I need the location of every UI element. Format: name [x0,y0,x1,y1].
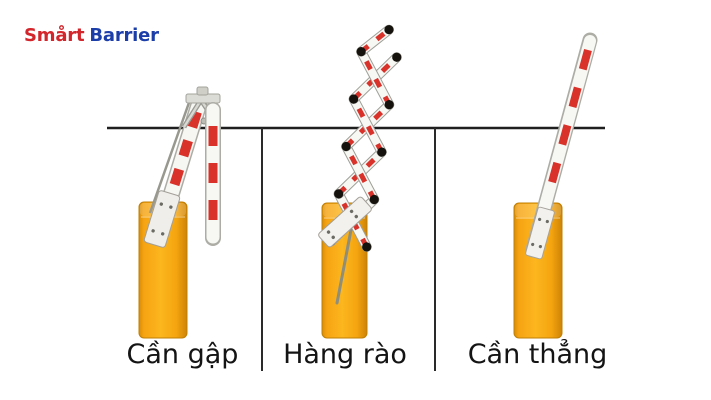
fence-support-rod [335,228,353,305]
caption-fence: Hàng rào [283,339,407,370]
straight-arm-bracket [525,206,555,260]
arm-mount-bracket [143,190,181,248]
caption-folding-arm: Cần gập [126,339,239,370]
brand-logo-part2: Barrier [89,25,159,46]
caption-straight-arm: Cần thẳng [467,339,608,370]
brand-logo-part1: Smårt [24,25,85,46]
folding-linkage-rod [148,96,193,214]
fence-barrier-figure [318,24,402,339]
folding-arm-barrier-figure [138,86,222,339]
fence-mount-bracket [318,196,372,248]
straight-arm-barrier-figure [513,32,598,339]
